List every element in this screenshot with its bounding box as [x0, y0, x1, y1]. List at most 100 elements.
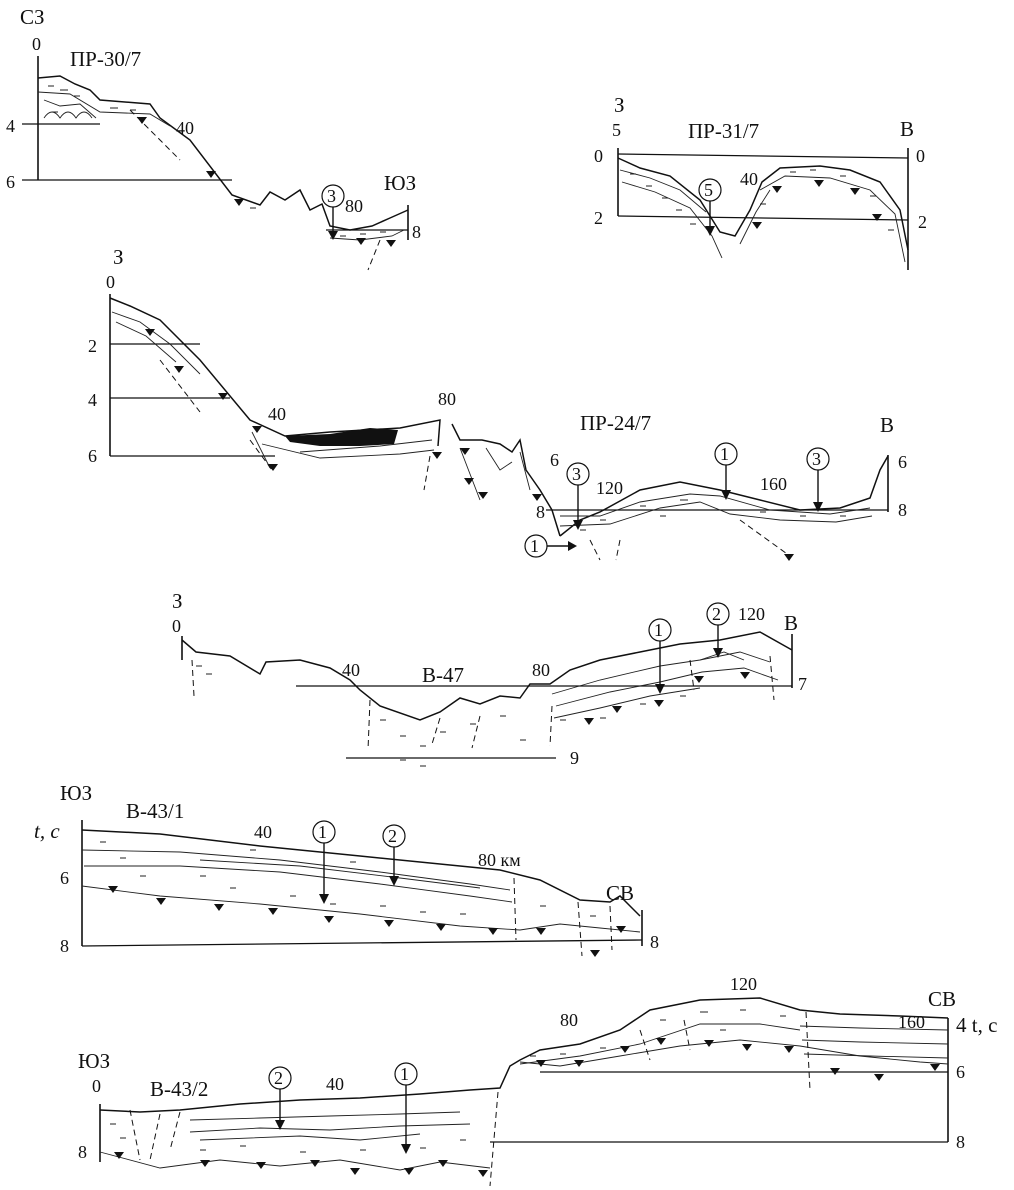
fault-line [159, 359, 431, 491]
basement-marker [268, 908, 278, 915]
basement-marker [478, 1170, 488, 1177]
depth-label: 2 [88, 336, 97, 356]
profile-name: ПР-30/7 [70, 47, 141, 71]
profile-v-47: З 0 40 В-47 80 120 В 7 9 1 2 [172, 589, 807, 768]
fault-line [513, 877, 613, 957]
sediment-hatching [100, 841, 596, 917]
basement-marker [536, 1060, 546, 1067]
horizon-arrowhead [401, 1144, 411, 1154]
dark-sediment-body [285, 428, 398, 446]
profile-pr-31-7: З 5 ПР-31/7 В 40 0 2 0 2 5 [594, 93, 927, 270]
km-tick-label: 0 [92, 1076, 101, 1096]
basement-marker [108, 886, 118, 893]
basement-marker [830, 1068, 840, 1075]
sediment-hatching [48, 85, 386, 237]
reflector-line [115, 321, 177, 363]
depth-label: 8 [60, 936, 69, 956]
basement-arcs [43, 111, 93, 119]
depth-label: 6 [6, 172, 15, 192]
reflector-line [81, 849, 511, 891]
direction-right: СВ [928, 987, 956, 1011]
reflector-line [189, 1111, 461, 1121]
depth-label: 8 [650, 932, 659, 952]
basement-marker [772, 186, 782, 193]
horizon-marker-label: 3 [327, 186, 336, 206]
basement-marker [438, 1160, 448, 1167]
depth-label: 8 [956, 1132, 965, 1152]
horizon-marker-label: 5 [704, 180, 713, 200]
seafloor-surface [81, 829, 641, 917]
basement-marker [590, 950, 600, 957]
reflector-line [799, 1025, 949, 1059]
profile-v-43-2: ЮЗ 0 В-43/2 40 80 120 160 СВ 4 t, с 8 6 … [78, 974, 997, 1187]
depth-label: 0 [916, 146, 925, 166]
km-tick-label: 40 [326, 1074, 344, 1094]
reflector-line [559, 501, 873, 527]
axis-label: 4 t, с [956, 1013, 997, 1037]
reflector-line [84, 865, 513, 903]
direction-right: В [900, 117, 914, 141]
km-tick-label: 0 [32, 34, 41, 54]
basement-marker [584, 718, 594, 725]
seafloor-surface [181, 631, 793, 721]
profile-v-43-1: ЮЗ В-43/1 t, с 40 80 км СВ 6 8 8 1 [34, 781, 659, 957]
basement-marker [432, 452, 442, 459]
basement-marker [574, 1060, 584, 1067]
horizon-marker-label: 1 [654, 620, 663, 640]
horizon-arrowhead [705, 226, 715, 236]
basement-marker [478, 492, 488, 499]
basement-marker [930, 1064, 940, 1071]
depth-label: 4 [6, 116, 15, 136]
depth-label: 8 [412, 222, 421, 242]
horizon-marker-label: 3 [572, 464, 581, 484]
seafloor-surface [617, 157, 909, 251]
basement-marker [156, 898, 166, 905]
horizon-arrowhead [275, 1120, 285, 1130]
basement-marker [200, 1160, 210, 1167]
fault-line [367, 239, 381, 271]
km-tick-label: 120 [738, 604, 765, 624]
reflector-line [199, 1133, 421, 1141]
reflector-line [189, 1123, 471, 1133]
reflector-line [519, 1039, 949, 1067]
km-tick-label: 40 [176, 118, 194, 138]
sediment-hatching [110, 1009, 786, 1153]
basement-marker [872, 214, 882, 221]
horizon-marker-label: 1 [318, 822, 327, 842]
depth-label: 7 [798, 674, 807, 694]
basement-marker [742, 1044, 752, 1051]
depth-label: 9 [570, 748, 579, 768]
basement-marker [814, 180, 824, 187]
profile-name: В-43/2 [150, 1077, 208, 1101]
reflector-line [619, 169, 707, 213]
profile-name: ПР-31/7 [688, 119, 759, 143]
fault-line [129, 1011, 811, 1187]
profile-name: В-47 [422, 663, 464, 687]
direction-left: З [614, 93, 625, 117]
basement-marker [252, 426, 262, 433]
horizon-arrowhead [328, 231, 338, 240]
direction-left: ЮЗ [78, 1049, 110, 1073]
reflector-line [519, 1023, 801, 1065]
basement-marker [704, 1040, 714, 1047]
basement-marker [536, 928, 546, 935]
fault-line [589, 519, 791, 561]
km-tick-label: 0 [106, 272, 115, 292]
km-tick-label: 80 [532, 660, 550, 680]
basement-marker [850, 188, 860, 195]
horizon-arrowhead [319, 894, 329, 904]
direction-right: ЮЗ [384, 171, 416, 195]
reflector-line [555, 667, 779, 707]
profile-pr-24-7: З 0 2 4 6 40 80 ПР-24/7 6 8 120 160 В 6 … [88, 245, 907, 561]
basement-marker [206, 171, 216, 178]
direction-left: З [113, 245, 124, 269]
km-tick-label: 80 [438, 389, 456, 409]
basement-marker [145, 329, 155, 336]
basement-marker [174, 366, 184, 373]
km-tick-label: 80 [560, 1010, 578, 1030]
horizon-arrowhead [389, 876, 399, 886]
horizon-arrowhead [813, 502, 823, 512]
km-tick-label: 40 [740, 169, 758, 189]
basement-marker [356, 238, 366, 245]
